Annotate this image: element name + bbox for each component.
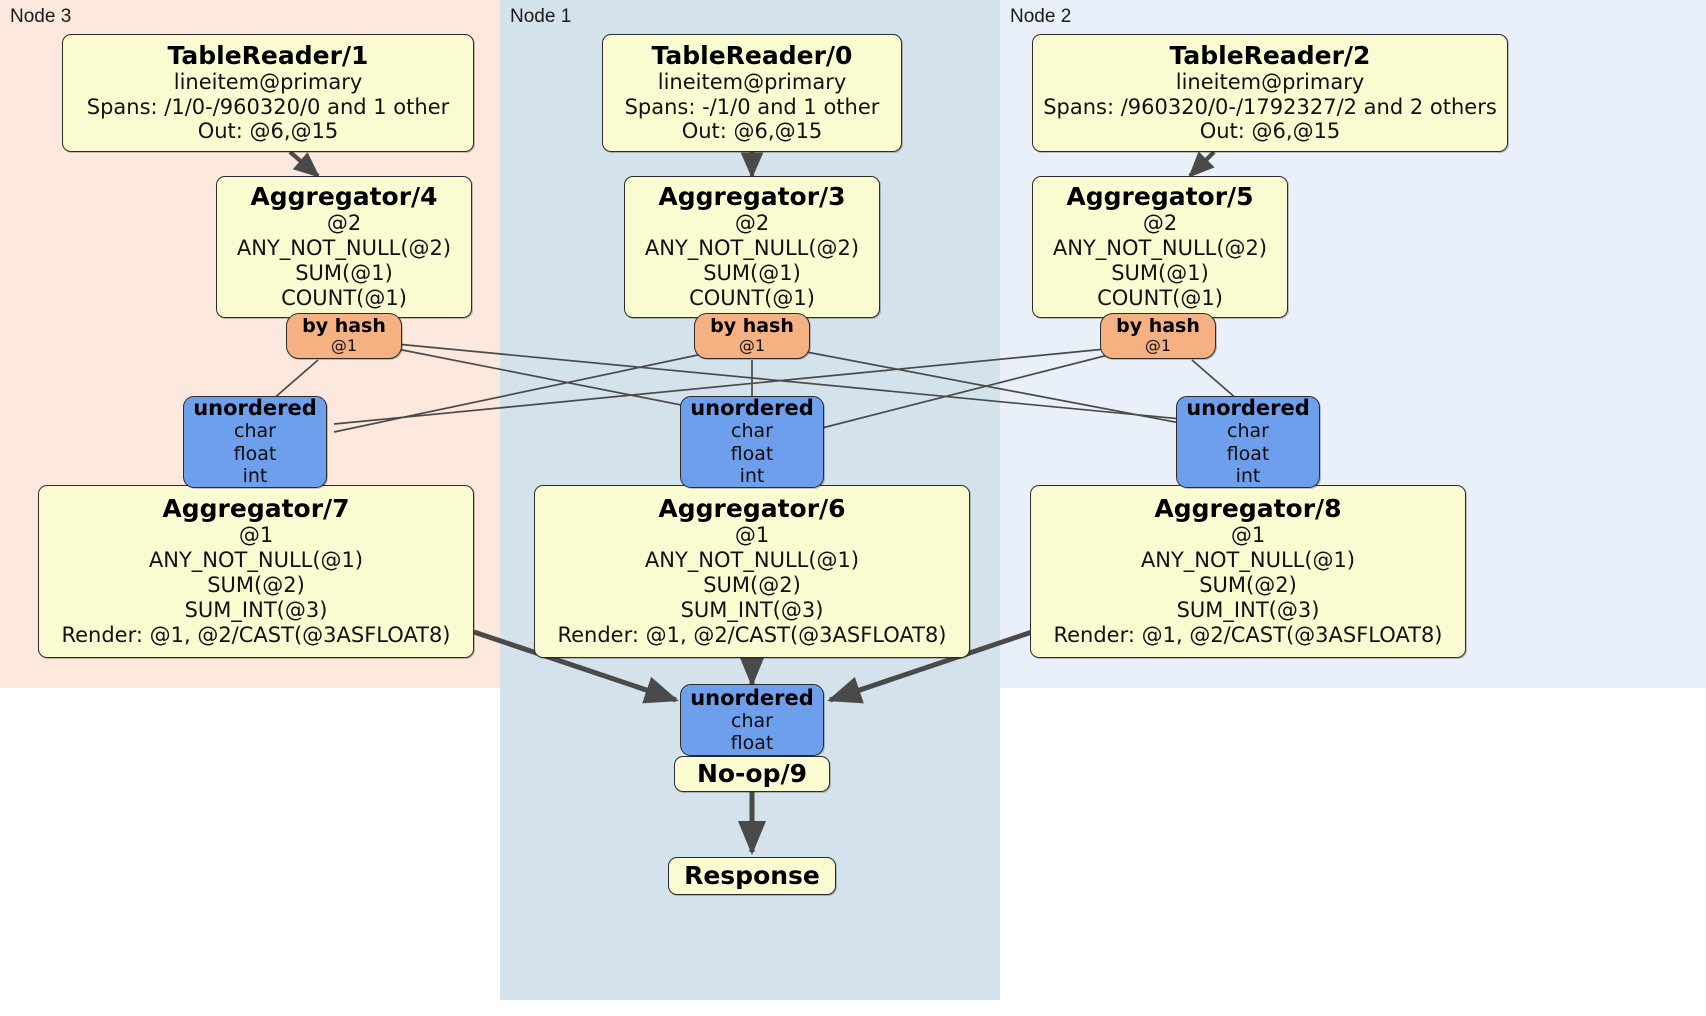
sync-title: unordered — [690, 396, 814, 421]
processor-table: lineitem@primary — [173, 69, 363, 94]
processor-agg-1: ANY_NOT_NULL(@1) — [148, 548, 364, 573]
processor-aggregator-6[interactable]: Aggregator/6 @1 ANY_NOT_NULL(@1) SUM(@2)… — [534, 485, 970, 658]
processor-table-reader-0[interactable]: TableReader/0 lineitem@primary Spans: -/… — [602, 34, 902, 152]
processor-agg-1: ANY_NOT_NULL(@1) — [644, 548, 860, 573]
processor-agg-3: COUNT(@1) — [281, 285, 407, 310]
processor-table: lineitem@primary — [1175, 69, 1365, 94]
processor-render: Render: @1, @2/CAST(@3ASFLOAT8) — [61, 622, 451, 647]
processor-out: Out: @6,@15 — [681, 119, 823, 144]
output-router-by-hash-5[interactable]: by hash @1 — [1100, 313, 1216, 359]
processor-response[interactable]: Response — [668, 857, 836, 895]
router-hash-key: @1 — [1144, 336, 1172, 356]
processor-out: Out: @6,@15 — [197, 119, 339, 144]
processor-group-cols: @1 — [238, 523, 274, 548]
sync-type-1: char — [1227, 420, 1269, 443]
processor-group-cols: @2 — [1142, 211, 1178, 236]
processor-out: Out: @6,@15 — [1199, 119, 1341, 144]
router-hash-key: @1 — [738, 336, 766, 356]
processor-title: TableReader/0 — [651, 40, 853, 70]
sync-type-2: float — [730, 442, 774, 465]
processor-agg-2: SUM(@2) — [703, 573, 801, 597]
node-panel-label: Node 2 — [1010, 6, 1072, 27]
processor-agg-1: ANY_NOT_NULL(@1) — [1140, 548, 1356, 573]
processor-table-reader-1[interactable]: TableReader/1 lineitem@primary Spans: /1… — [62, 34, 474, 152]
processor-no-op-9[interactable]: No-op/9 — [674, 756, 830, 792]
processor-render: Render: @1, @2/CAST(@3ASFLOAT8) — [1053, 622, 1443, 647]
router-title: by hash — [710, 315, 794, 338]
router-hash-key: @1 — [330, 336, 358, 356]
processor-agg-2: SUM(@1) — [703, 261, 801, 285]
processor-aggregator-4[interactable]: Aggregator/4 @2 ANY_NOT_NULL(@2) SUM(@1)… — [216, 176, 472, 318]
sync-type-1: char — [731, 709, 773, 732]
processor-title: No-op/9 — [696, 759, 808, 788]
processor-aggregator-3[interactable]: Aggregator/3 @2 ANY_NOT_NULL(@2) SUM(@1)… — [624, 176, 880, 318]
sync-type-1: char — [731, 420, 773, 443]
node-panel-label: Node 1 — [510, 6, 572, 27]
processor-aggregator-8[interactable]: Aggregator/8 @1 ANY_NOT_NULL(@1) SUM(@2)… — [1030, 485, 1466, 658]
sync-type-3: int — [1235, 465, 1261, 488]
processor-agg-2: SUM(@2) — [207, 573, 305, 597]
sync-title: unordered — [690, 685, 814, 710]
processor-spans: Spans: -/1/0 and 1 other — [624, 94, 880, 119]
sync-type-2: float — [1226, 442, 1270, 465]
output-router-by-hash-3[interactable]: by hash @1 — [694, 313, 810, 359]
processor-table-reader-2[interactable]: TableReader/2 lineitem@primary Spans: /9… — [1032, 34, 1508, 152]
processor-agg-3: COUNT(@1) — [689, 285, 815, 310]
processor-title: Aggregator/3 — [658, 182, 846, 212]
processor-group-cols: @1 — [1230, 523, 1266, 548]
processor-agg-3: SUM_INT(@3) — [1176, 597, 1320, 622]
processor-aggregator-5[interactable]: Aggregator/5 @2 ANY_NOT_NULL(@2) SUM(@1)… — [1032, 176, 1288, 318]
processor-agg-1: ANY_NOT_NULL(@2) — [1052, 236, 1268, 261]
processor-table: lineitem@primary — [657, 69, 847, 94]
processor-agg-3: SUM_INT(@3) — [184, 597, 328, 622]
processor-agg-2: SUM(@1) — [295, 261, 393, 285]
processor-group-cols: @2 — [326, 211, 362, 236]
processor-agg-3: COUNT(@1) — [1097, 285, 1223, 310]
processor-agg-1: ANY_NOT_NULL(@2) — [644, 236, 860, 261]
sync-type-2: float — [233, 442, 277, 465]
processor-spans: Spans: /1/0-/960320/0 and 1 other — [86, 94, 450, 119]
processor-title: Aggregator/4 — [250, 182, 438, 212]
processor-title: Aggregator/7 — [162, 494, 350, 524]
sync-type-3: int — [739, 465, 765, 488]
processor-aggregator-7[interactable]: Aggregator/7 @1 ANY_NOT_NULL(@1) SUM(@2)… — [38, 485, 474, 658]
processor-title: Response — [684, 861, 820, 890]
input-sync-unordered-8[interactable]: unordered char float int — [1176, 396, 1320, 488]
input-sync-unordered-6[interactable]: unordered char float int — [680, 396, 824, 488]
sync-type-2: float — [730, 732, 774, 755]
processor-group-cols: @2 — [734, 211, 770, 236]
processor-agg-2: SUM(@1) — [1111, 261, 1209, 285]
processor-title: Aggregator/8 — [1154, 494, 1342, 524]
sync-title: unordered — [1186, 396, 1310, 421]
sync-type-1: char — [234, 420, 276, 443]
processor-agg-3: SUM_INT(@3) — [680, 597, 824, 622]
router-title: by hash — [1116, 315, 1200, 338]
processor-agg-2: SUM(@2) — [1199, 573, 1297, 597]
processor-title: Aggregator/6 — [658, 494, 846, 524]
input-sync-unordered-7[interactable]: unordered char float int — [183, 396, 327, 488]
processor-group-cols: @1 — [734, 523, 770, 548]
router-title: by hash — [302, 315, 386, 338]
processor-title: Aggregator/5 — [1066, 182, 1254, 212]
processor-title: TableReader/1 — [167, 40, 369, 70]
sync-type-3: int — [242, 465, 268, 488]
output-router-by-hash-4[interactable]: by hash @1 — [286, 313, 402, 359]
sync-title: unordered — [193, 396, 317, 421]
node-panel-label: Node 3 — [10, 6, 72, 27]
input-sync-unordered-final[interactable]: unordered char float — [680, 684, 824, 756]
processor-agg-1: ANY_NOT_NULL(@2) — [236, 236, 452, 261]
processor-title: TableReader/2 — [1169, 40, 1371, 70]
processor-spans: Spans: /960320/0-/1792327/2 and 2 others — [1043, 94, 1497, 119]
processor-render: Render: @1, @2/CAST(@3ASFLOAT8) — [557, 622, 947, 647]
